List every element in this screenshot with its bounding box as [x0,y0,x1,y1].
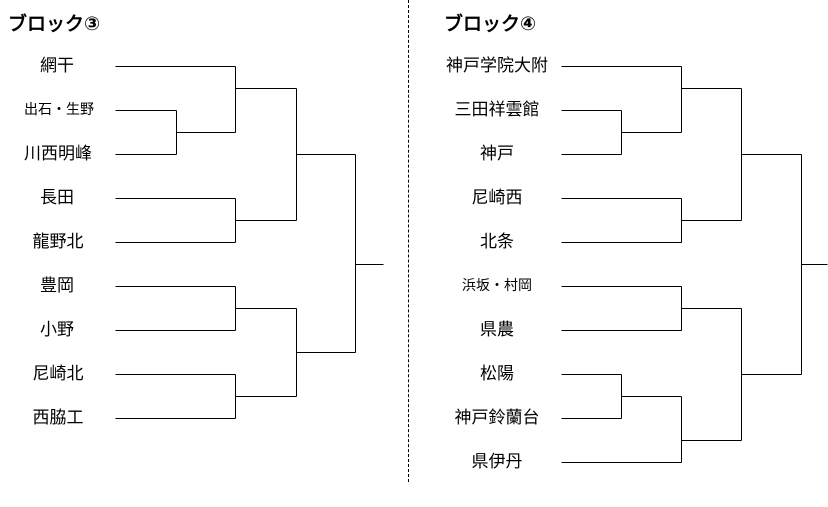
team-label: 松陽 [480,364,514,384]
team-label: 県農 [480,320,514,340]
team-label: 三田祥雲館 [454,100,540,120]
team-label: 長田 [40,188,74,208]
block-3-title: ブロック③ [8,13,101,35]
team-label: 北条 [480,232,514,252]
team-label: 龍野北 [32,232,84,252]
team-label: 尼崎西 [471,188,523,208]
team-label: 浜坂・村岡 [462,278,532,294]
block-4-bracket [561,66,828,463]
team-label: 豊岡 [40,276,74,296]
team-label: 西脇工 [32,408,84,428]
team-label: 神戸学院大附 [446,56,548,76]
block-divider [408,0,409,482]
team-label: 神戸鈴蘭台 [454,408,540,428]
team-label: 川西明峰 [24,144,92,164]
block-3-bracket [115,66,384,419]
team-label: 出石・生野 [24,102,94,118]
team-label: 網干 [40,56,74,76]
team-label: 神戸 [480,144,514,164]
block-4-title: ブロック④ [444,13,537,35]
team-label: 小野 [40,320,74,340]
team-label: 尼崎北 [32,364,84,384]
team-label: 県伊丹 [471,452,523,472]
